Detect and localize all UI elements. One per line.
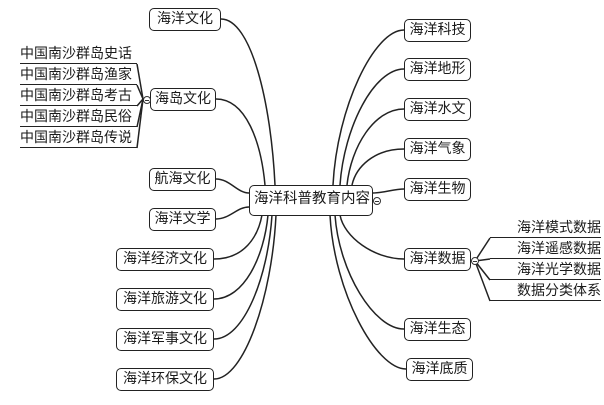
node-marine-culture[interactable]: 海洋文化 [149,8,221,31]
connector-left-7 [213,214,277,380]
connector-left-0 [220,18,276,186]
connector-island-leaf-1 [136,84,144,100]
connector-right-0 [332,29,405,186]
connector-data-leaf-3 [474,260,491,302]
connector-right-6 [334,214,405,330]
node-marine-literature[interactable]: 海洋文学 [149,208,216,231]
node-marine-sediment[interactable]: 海洋底质 [406,358,473,381]
leaf-island-legend[interactable]: 中国南沙群岛传说 [20,129,137,148]
connector-right-1 [339,68,405,186]
node-island-culture[interactable]: 海岛文化 [150,88,216,111]
node-marine-data[interactable]: 海洋数据 [404,248,471,271]
data-collapse-toggle-icon[interactable] [471,257,479,265]
connector-right-2 [346,108,405,186]
root-node[interactable]: 海洋科普教育内容 [249,185,373,216]
connector-right-3 [351,148,405,186]
connector-right-7 [329,214,407,370]
node-navigation-culture[interactable]: 航海文化 [149,168,216,191]
leaf-island-archaeology[interactable]: 中国南沙群岛考古 [20,87,137,106]
node-marine-biology[interactable]: 海洋生物 [404,178,471,201]
node-marine-terrain[interactable]: 海洋地形 [404,58,471,81]
leaf-model-data[interactable]: 海洋模式数据 [490,219,601,238]
connector-left-5 [213,214,269,300]
node-marine-economy-culture[interactable]: 海洋经济文化 [116,248,214,271]
node-marine-environment-culture[interactable]: 海洋环保文化 [116,368,214,391]
connector-left-1 [215,98,266,186]
leaf-island-history[interactable]: 中国南沙群岛史话 [20,45,137,64]
connector-island-leaf-4 [136,98,144,149]
node-marine-military-culture[interactable]: 海洋军事文化 [116,328,214,351]
connector-left-3 [215,206,250,220]
node-marine-tech[interactable]: 海洋科技 [404,19,471,42]
connector-island-leaf-0 [136,63,144,100]
connector-data-leaf-2 [474,260,491,281]
leaf-optical-data[interactable]: 海洋光学数据 [490,261,601,280]
node-marine-tourism-culture[interactable]: 海洋旅游文化 [116,288,214,311]
leaf-island-fishing[interactable]: 中国南沙群岛渔家 [20,66,137,85]
connector-left-2 [215,178,250,194]
leaf-island-folklore[interactable]: 中国南沙群岛民俗 [20,108,137,127]
connector-left-4 [213,214,263,260]
root-collapse-toggle-icon[interactable] [373,197,381,205]
island-collapse-toggle-icon[interactable] [143,96,151,104]
node-marine-hydrology[interactable]: 海洋水文 [404,98,471,121]
connector-right-4 [372,188,405,194]
node-marine-meteorology[interactable]: 海洋气象 [404,138,471,161]
connector-left-6 [213,214,273,340]
connector-right-5 [339,214,405,260]
leaf-classification-system[interactable]: 数据分类体系 [490,282,601,301]
leaf-remote-sensing-data[interactable]: 海洋遥感数据 [490,240,601,259]
node-marine-ecology[interactable]: 海洋生态 [404,318,471,341]
